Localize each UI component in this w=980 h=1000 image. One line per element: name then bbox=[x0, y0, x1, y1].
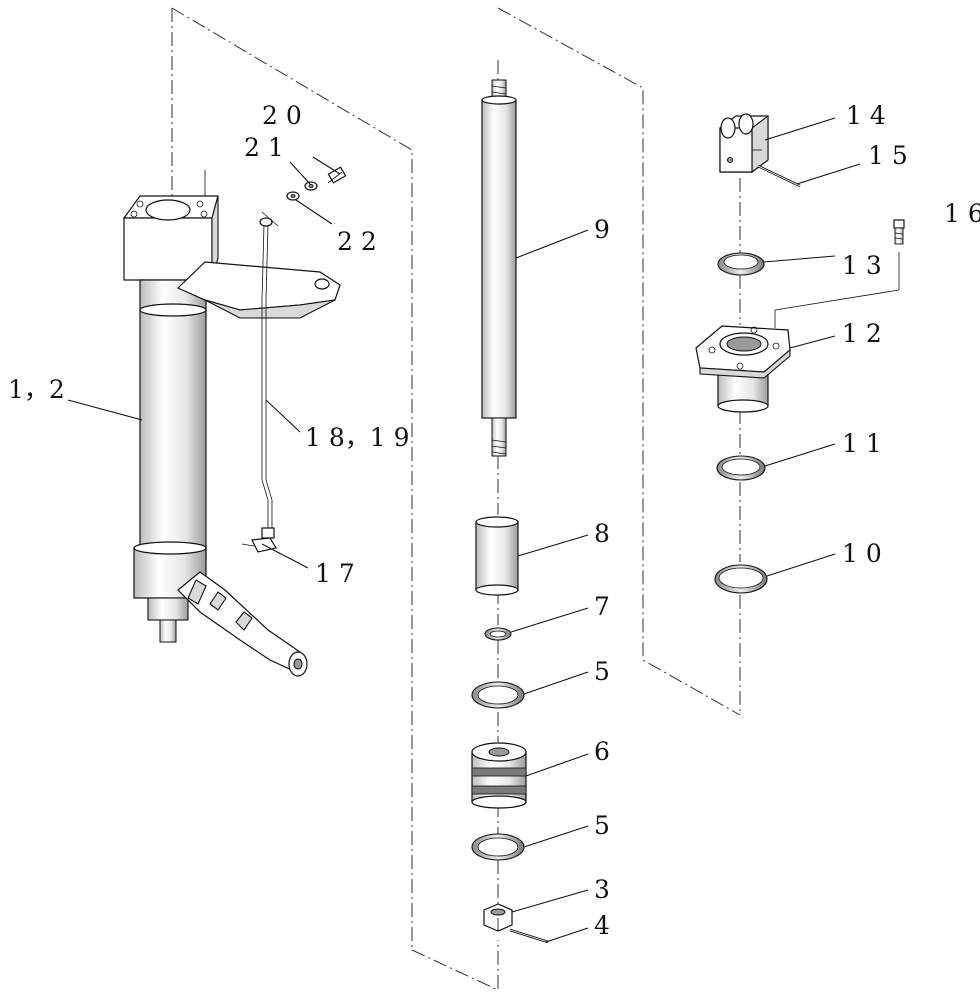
label-6: 6 bbox=[594, 737, 610, 766]
label-21: 2 1 bbox=[244, 133, 284, 162]
leader-lines bbox=[67, 117, 861, 943]
label-16: 1 6 bbox=[944, 199, 980, 228]
castle-nut bbox=[483, 903, 513, 932]
seal-ring-lower bbox=[471, 833, 525, 861]
flange-bushing bbox=[695, 325, 791, 413]
label-1-2: 1，2 bbox=[8, 375, 65, 404]
label-14: 1 4 bbox=[846, 101, 886, 130]
label-15: 1 5 bbox=[868, 141, 908, 170]
assembly-panel-middle bbox=[411, 7, 741, 991]
cotter-pin bbox=[509, 928, 549, 944]
steering-knuckle-housing bbox=[122, 170, 341, 677]
part-labels: 1，2 2 0 2 1 2 2 1 8，1 9 1 7 9 8 7 5 6 5 … bbox=[8, 101, 980, 940]
label-8: 8 bbox=[594, 519, 610, 548]
seal-ring-upper bbox=[471, 681, 525, 709]
piston-rod bbox=[481, 79, 517, 457]
seal-ring-11 bbox=[716, 455, 766, 481]
clevis bbox=[719, 113, 769, 174]
label-10: 1 0 bbox=[842, 539, 882, 568]
label-22: 2 2 bbox=[337, 227, 377, 256]
seal-ring-10 bbox=[714, 564, 768, 594]
label-5-lower: 5 bbox=[594, 811, 610, 840]
label-12: 1 2 bbox=[842, 319, 882, 348]
bushing-sleeve bbox=[475, 516, 519, 596]
label-11: 1 1 bbox=[842, 429, 882, 458]
grease-nipple bbox=[774, 219, 905, 328]
seal-ring-13 bbox=[717, 252, 765, 276]
label-18-19: 1 8，1 9 bbox=[305, 423, 410, 452]
label-3: 3 bbox=[594, 875, 610, 904]
label-4: 4 bbox=[594, 911, 610, 940]
label-5-upper: 5 bbox=[594, 657, 610, 686]
assembly-panel-left bbox=[171, 7, 413, 950]
label-17: 1 7 bbox=[315, 559, 355, 588]
small-washer bbox=[484, 627, 512, 641]
center-axis-lines bbox=[497, 60, 741, 905]
label-20: 2 0 bbox=[262, 101, 302, 130]
clevis-pin bbox=[757, 164, 801, 188]
piston bbox=[471, 742, 527, 809]
label-13: 1 3 bbox=[842, 251, 882, 280]
label-7: 7 bbox=[594, 592, 610, 621]
bolt-set bbox=[286, 166, 347, 201]
label-9: 9 bbox=[594, 215, 610, 244]
